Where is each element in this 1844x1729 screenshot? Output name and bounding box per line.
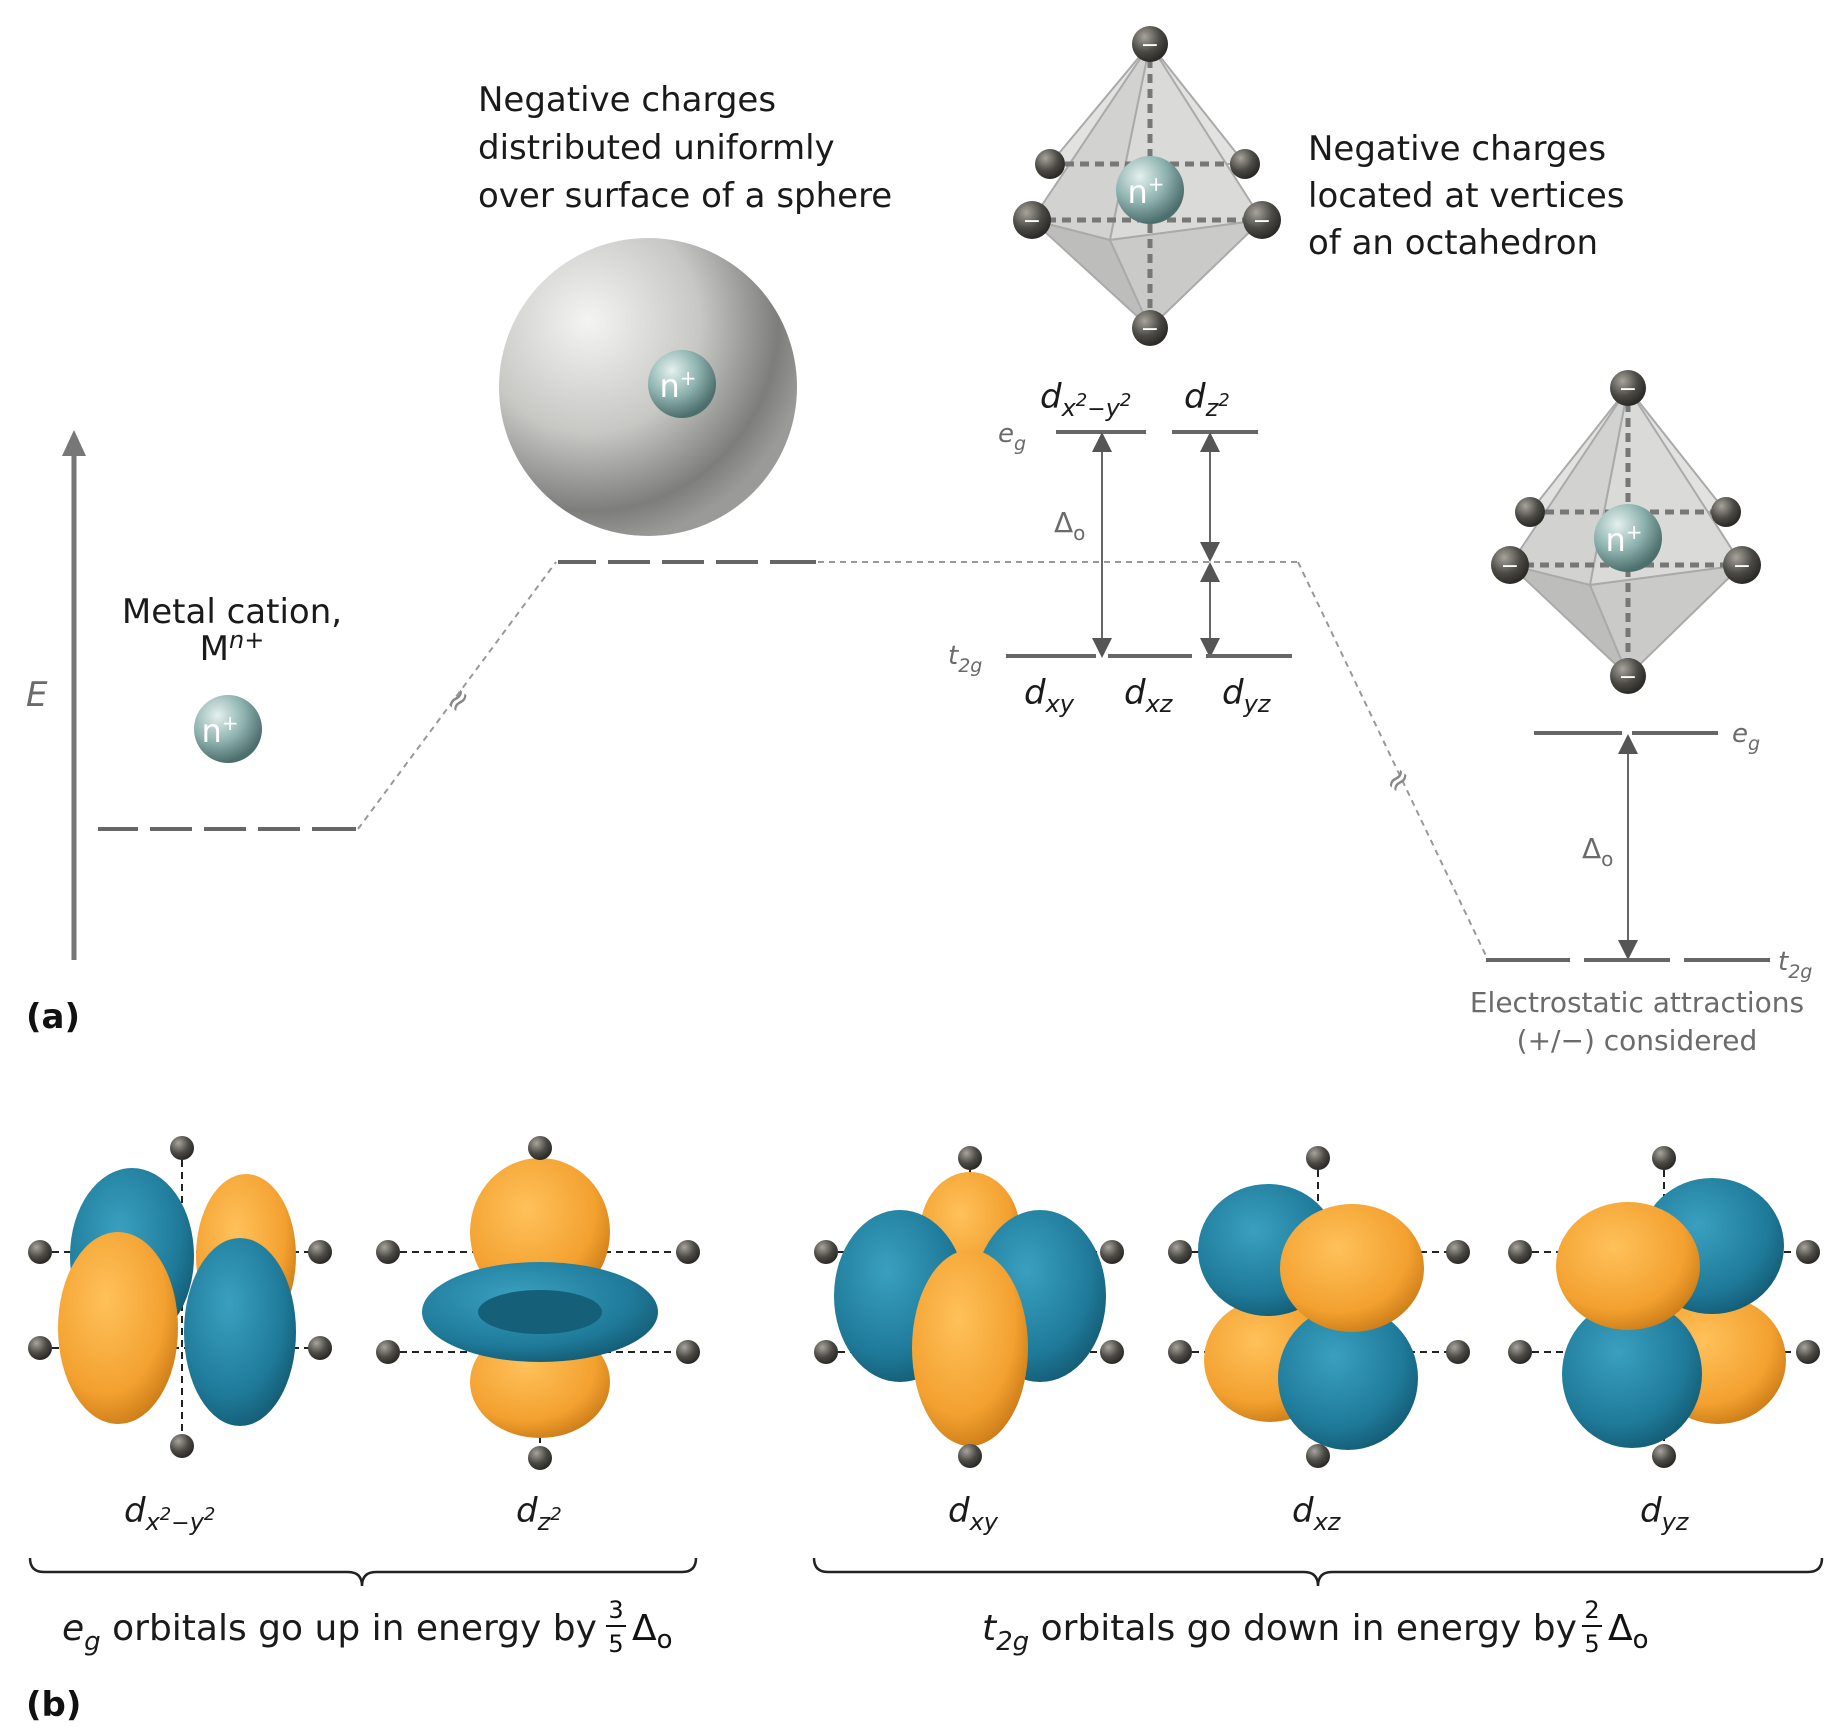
sphere-caption-3: over surface of a sphere <box>478 176 892 216</box>
sphere-ion-label: n+ <box>659 366 696 405</box>
label-dx2y2-top: dx2−y2 <box>1040 377 1131 422</box>
label-dz2-b: dz2 <box>516 1491 562 1536</box>
label-dxz-top: dxz <box>1124 673 1174 718</box>
delta-o-right: Δo <box>1582 832 1613 871</box>
eg-caption: eg orbitals go up in energy by <box>62 1608 597 1657</box>
octa-caption-2: located at vertices <box>1308 176 1625 216</box>
svg-text:−: − <box>1733 554 1751 579</box>
eg-label-right: eg <box>1732 719 1760 755</box>
panel-label-b: (b) <box>26 1685 81 1725</box>
connector-free-to-sphere <box>357 561 557 830</box>
axis-break-right: ≈ <box>1377 759 1420 801</box>
metal-cation-label: Metal cation, <box>122 592 342 632</box>
octa-caption-3: of an octahedron <box>1308 223 1598 263</box>
svg-text:Δo: Δo <box>1608 1608 1649 1655</box>
sphere-ion <box>648 350 716 418</box>
octahedron-right: n+ − − − − <box>1491 370 1761 694</box>
svg-text:2: 2 <box>1584 1596 1599 1624</box>
octa-caption-1: Negative charges <box>1308 129 1606 169</box>
t2g-brace <box>812 1557 1824 1587</box>
electrostatic-caption-1: Electrostatic attractions <box>1470 986 1804 1019</box>
svg-text:n+: n+ <box>1127 172 1164 211</box>
panel-label-a: (a) <box>26 997 80 1037</box>
energy-axis-label: E <box>26 675 48 715</box>
svg-text:−: − <box>1619 665 1637 690</box>
label-dx2y2-b: dx2−y2 <box>124 1491 215 1536</box>
eg-label-top: eg <box>998 419 1026 455</box>
charge-sphere <box>499 238 797 536</box>
metal-cation-ion <box>194 695 262 763</box>
axis-break-left: ≈ <box>437 679 480 721</box>
metal-cation-formula: Mn+ <box>200 626 265 669</box>
sphere-caption-2: distributed uniformly <box>478 128 835 168</box>
svg-text:3: 3 <box>608 1596 623 1624</box>
label-dyz-b: dyz <box>1640 1491 1690 1536</box>
t2g-label-top: t2g <box>948 641 982 677</box>
label-dyz-top: dyz <box>1222 673 1272 718</box>
svg-text:−: − <box>1253 209 1271 234</box>
eg-brace <box>28 1557 698 1587</box>
svg-text:−: − <box>1501 554 1519 579</box>
svg-text:Δo: Δo <box>632 1608 673 1655</box>
t2g-label-right: t2g <box>1778 947 1812 983</box>
label-dxy-b: dxy <box>948 1491 999 1536</box>
svg-text:5: 5 <box>1584 1630 1599 1658</box>
octahedron-top: n+ − − − − <box>1013 26 1281 346</box>
svg-text:−: − <box>1023 209 1041 234</box>
connector-to-octa <box>1297 561 1489 961</box>
svg-text:n+: n+ <box>1605 520 1642 559</box>
electrostatic-caption-2: (+/−) considered <box>1517 1024 1758 1057</box>
label-dxz-b: dxz <box>1292 1491 1342 1536</box>
eg-fraction: 3 5 Δo <box>606 1596 673 1658</box>
svg-text:−: − <box>1141 33 1159 58</box>
t2g-caption: t2g orbitals go down in energy by <box>982 1608 1577 1657</box>
orbital-dz2 <box>376 1136 700 1470</box>
svg-text:−: − <box>1141 317 1159 342</box>
sphere-caption-1: Negative charges <box>478 80 776 120</box>
energy-axis-arrowhead <box>62 430 86 456</box>
orbital-dx2-y2 <box>28 1136 332 1458</box>
label-dxy-top: dxy <box>1024 673 1075 718</box>
orbital-dyz <box>1508 1146 1820 1468</box>
metal-ion-label: n+ <box>201 711 238 750</box>
svg-text:−: − <box>1619 377 1637 402</box>
orbital-dxz <box>1168 1146 1470 1468</box>
orbital-dxy <box>814 1146 1124 1468</box>
label-dz2-top: dz2 <box>1184 377 1230 422</box>
svg-text:5: 5 <box>608 1630 623 1658</box>
delta-o-top: Δo <box>1054 506 1085 545</box>
t2g-fraction: 2 5 Δo <box>1582 1596 1649 1658</box>
